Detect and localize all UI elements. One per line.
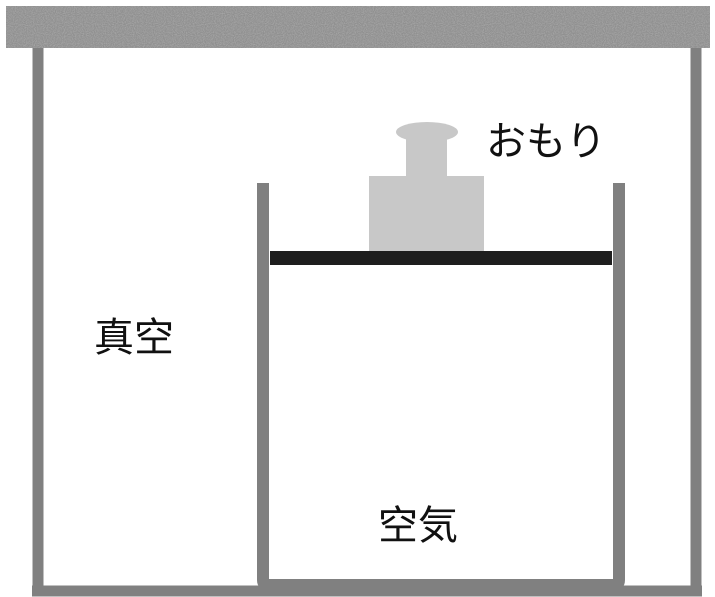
weight-label: おもり xyxy=(486,119,606,165)
air-label: 空気 xyxy=(378,503,458,549)
weight-knob xyxy=(396,122,458,142)
weight-body xyxy=(369,176,484,251)
ceiling xyxy=(6,6,710,48)
weight xyxy=(369,122,484,251)
piston xyxy=(270,251,612,265)
cylinder xyxy=(257,183,625,591)
weight-neck xyxy=(406,138,447,178)
vacuum-label: 真空 xyxy=(94,315,174,361)
